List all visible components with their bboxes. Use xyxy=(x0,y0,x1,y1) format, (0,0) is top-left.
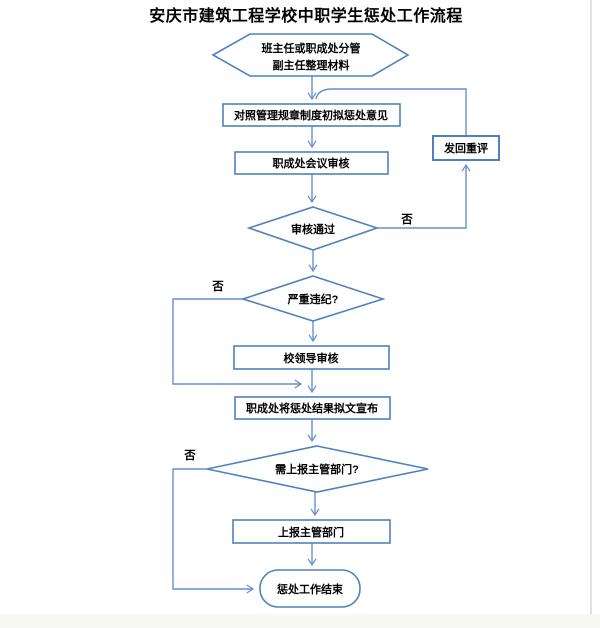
connectors xyxy=(172,76,471,594)
node-office-meeting-review: 职成处会议审核 xyxy=(234,151,389,175)
office-meeting-review-shape xyxy=(234,151,389,175)
node-serious-violation: 严重违纪? xyxy=(240,275,386,322)
page-bottom-edge xyxy=(0,614,600,628)
send-back-label: 发回重评 xyxy=(443,141,488,155)
serious-violation-shape xyxy=(240,275,386,322)
node-report-department: 上报主管部门 xyxy=(232,519,391,544)
start-hexagon-label-line2: 副主任整理材料 xyxy=(273,58,350,72)
send-back-shape xyxy=(432,135,500,161)
school-leader-review-shape xyxy=(233,345,390,370)
connector-needreport-no-to-end xyxy=(172,468,255,594)
edge-label-serious-violation-no: 否 xyxy=(211,280,224,293)
node-draft-opinion: 对照管理规章制度初拟惩处意见 xyxy=(222,103,401,127)
need-report-label: 需上报主管部门? xyxy=(275,462,359,476)
report-department-shape xyxy=(232,519,391,544)
announce-result-shape xyxy=(234,396,391,420)
node-school-leader-review: 校领导审核 xyxy=(233,345,390,370)
node-end-terminal: 惩处工作结束 xyxy=(259,569,361,608)
page-right-edge xyxy=(590,0,592,614)
review-passed-label: 审核通过 xyxy=(291,222,335,236)
edge-label-review-passed-no: 否 xyxy=(400,213,413,226)
node-announce-result: 职成处将惩处结果拟文宣布 xyxy=(234,396,391,420)
start-hexagon-label-line1: 班主任或职成处分管 xyxy=(262,41,361,55)
report-department-label: 上报主管部门 xyxy=(278,525,344,539)
page-title: 安庆市建筑工程学校中职学生惩处工作流程 xyxy=(149,6,463,25)
office-meeting-review-label: 职成处会议审核 xyxy=(273,156,350,170)
connector-violation-no-bypass xyxy=(172,298,303,389)
edge-label-need-report-no: 否 xyxy=(183,449,196,462)
need-report-shape xyxy=(206,445,429,493)
connector-sendback-return xyxy=(315,88,467,136)
start-hexagon-shape xyxy=(211,33,410,77)
node-start-hexagon: 班主任或职成处分管 副主任整理材料 xyxy=(211,33,410,77)
node-need-report: 需上报主管部门? xyxy=(206,445,429,493)
connector-no-to-sendback xyxy=(377,163,471,229)
review-passed-shape xyxy=(246,206,380,251)
end-terminal-label: 惩处工作结束 xyxy=(277,582,344,596)
announce-result-label: 职成处将惩处结果拟文宣布 xyxy=(246,401,378,415)
school-leader-review-label: 校领导审核 xyxy=(284,351,339,365)
end-terminal-shape xyxy=(259,569,361,608)
draft-opinion-shape xyxy=(222,103,401,127)
serious-violation-label: 严重违纪? xyxy=(287,292,339,306)
node-review-passed: 审核通过 xyxy=(246,206,380,251)
node-send-back: 发回重评 xyxy=(432,135,500,161)
draft-opinion-label: 对照管理规章制度初拟惩处意见 xyxy=(234,108,388,122)
